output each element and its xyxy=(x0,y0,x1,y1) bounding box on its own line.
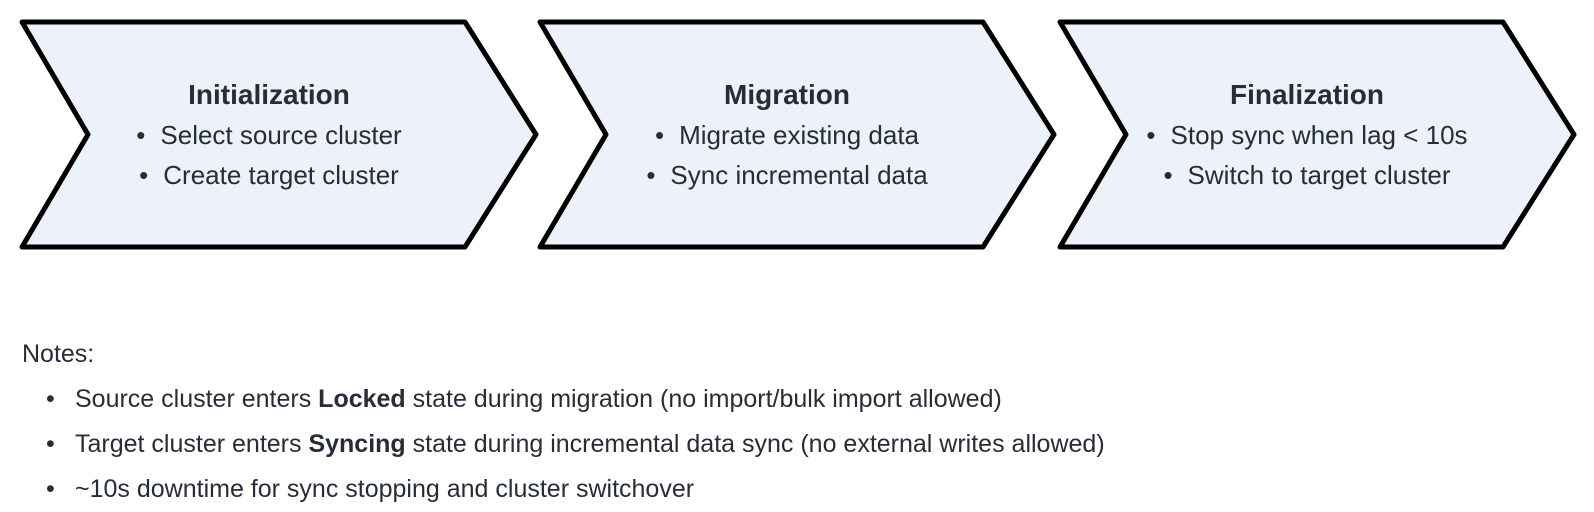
stage-bullet-label: Sync incremental data xyxy=(670,159,928,190)
stage-bullet: Stop sync when lag < 10s xyxy=(1146,115,1467,155)
bullet-icon xyxy=(1163,160,1187,190)
note-text: state during migration (no import/bulk i… xyxy=(405,385,1002,413)
chevron-arrow-icon xyxy=(19,19,539,250)
stage-title: Migration xyxy=(724,78,850,110)
stage-initialization: Initialization Select source cluster Cre… xyxy=(19,19,539,250)
stage-title: Initialization xyxy=(188,78,350,110)
note-text: state during incremental data sync (no e… xyxy=(405,430,1105,458)
chevron-arrow-icon xyxy=(1057,19,1577,250)
note-item: ~10s downtime for sync stopping and clus… xyxy=(22,467,1584,512)
notes-list: Source cluster enters Locked state durin… xyxy=(22,377,1584,512)
note-text: ~10s downtime for sync stopping and clus… xyxy=(75,475,695,503)
stage-bullet-label: Migrate existing data xyxy=(679,119,919,150)
stage-bullet-label: Stop sync when lag < 10s xyxy=(1170,119,1468,150)
stage-bullet: Select source cluster xyxy=(136,115,401,155)
stage-content: Initialization Select source cluster Cre… xyxy=(59,19,479,250)
note-text: Target cluster enters xyxy=(75,430,309,458)
stage-bullet: Migrate existing data xyxy=(655,115,919,155)
note-item: Target cluster enters Syncing state duri… xyxy=(22,422,1584,467)
stage-bullet: Switch to target cluster xyxy=(1163,155,1450,195)
note-bold-term: Syncing xyxy=(308,430,406,458)
bullet-icon xyxy=(646,160,670,190)
stage-bullet: Create target cluster xyxy=(139,155,399,195)
bullet-icon xyxy=(1146,120,1170,150)
bullet-icon xyxy=(136,120,160,150)
stage-migration: Migration Migrate existing data Sync inc… xyxy=(537,19,1057,250)
chevron-arrow-icon xyxy=(537,19,1057,250)
stage-bullet-label: Switch to target cluster xyxy=(1187,159,1451,190)
stage-finalization: Finalization Stop sync when lag < 10s Sw… xyxy=(1057,19,1577,250)
stage-bullet-label: Create target cluster xyxy=(163,159,399,190)
stage-content: Finalization Stop sync when lag < 10s Sw… xyxy=(1097,19,1517,250)
stage-title: Finalization xyxy=(1230,78,1384,110)
notes-heading: Notes: xyxy=(22,340,95,368)
notes-section: Notes: Source cluster enters Locked stat… xyxy=(22,332,1584,512)
stage-content: Migration Migrate existing data Sync inc… xyxy=(577,19,997,250)
note-text: Source cluster enters xyxy=(75,385,319,413)
note-item: Source cluster enters Locked state durin… xyxy=(22,377,1584,422)
bullet-icon xyxy=(139,160,163,190)
bullet-icon xyxy=(655,120,679,150)
note-bold-term: Locked xyxy=(318,385,406,413)
stage-bullet-label: Select source cluster xyxy=(160,119,402,150)
stage-bullet: Sync incremental data xyxy=(646,155,927,195)
